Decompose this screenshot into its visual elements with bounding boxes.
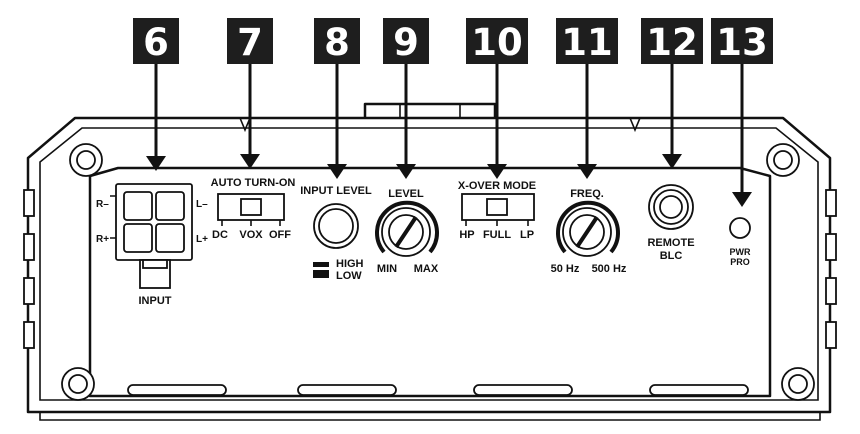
input-connector-label: INPUT (139, 295, 172, 307)
pwr-pro-line2: PRO (730, 257, 750, 267)
callout-13-number: 13 (716, 21, 768, 64)
input-level-high-label: HIGH (336, 258, 364, 270)
callout-6: 6 (133, 18, 179, 64)
auto-turn-on-switch[interactable]: AUTO TURN-ON DC VOX OFF (211, 177, 296, 241)
remote-blc-line1: REMOTE (647, 237, 694, 249)
freq-knob-min-label: 50 Hz (551, 263, 580, 275)
high-position-icon (313, 262, 329, 267)
xover-option-full: FULL (483, 229, 511, 241)
callout-10: 10 (466, 18, 528, 64)
pin-l-minus-label: L– (196, 199, 208, 210)
screw-top-left-icon (69, 143, 103, 177)
chassis (23, 102, 837, 421)
callout-9: 9 (383, 18, 429, 64)
screw-top-right-icon (766, 143, 800, 177)
callout-8: 8 (314, 18, 360, 64)
pwr-pro-line1: PWR (730, 247, 751, 257)
remote-blc-port[interactable]: REMOTE BLC (647, 184, 695, 262)
callout-11: 11 (556, 18, 618, 64)
level-knob-title: LEVEL (388, 188, 424, 200)
callout-10-number: 10 (471, 21, 523, 64)
pin-r-plus-label: R+ (96, 234, 109, 245)
screw-bottom-right-icon (781, 367, 815, 401)
xover-mode-title: X-OVER MODE (458, 180, 536, 192)
xover-option-lp: LP (520, 229, 534, 241)
screw-bottom-left-icon (61, 367, 95, 401)
input-connector: R– R+ L– L+ INPUT (96, 183, 208, 307)
callout-12-number: 12 (646, 21, 698, 64)
xover-mode-switch[interactable]: X-OVER MODE HP FULL LP (458, 180, 536, 241)
pin-r-minus-label: R– (96, 199, 109, 210)
callout-12: 12 (641, 18, 703, 64)
auto-turn-on-title: AUTO TURN-ON (211, 177, 296, 189)
callout-6-number: 6 (143, 21, 169, 64)
callout-11-number: 11 (561, 21, 613, 64)
callout-9-number: 9 (393, 21, 419, 64)
input-level-title: INPUT LEVEL (300, 185, 372, 197)
auto-turn-on-option-off: OFF (269, 229, 291, 241)
callout-13: 13 (711, 18, 773, 64)
input-level-low-label: LOW (336, 270, 362, 282)
callout-8-number: 8 (324, 21, 350, 64)
callout-7-number: 7 (237, 21, 263, 64)
auto-turn-on-option-dc: DC (212, 229, 228, 241)
freq-knob-max-label: 500 Hz (592, 263, 627, 275)
callout-arrows (146, 64, 752, 207)
freq-knob-title: FREQ. (570, 188, 604, 200)
pwr-pro-indicator: PWR PRO (729, 217, 751, 267)
level-knob[interactable]: LEVEL MIN MAX (375, 188, 439, 275)
freq-knob[interactable]: FREQ. 50 Hz 500 Hz (551, 188, 627, 275)
low-position-icon (313, 270, 329, 278)
xover-option-hp: HP (459, 229, 474, 241)
level-knob-min-label: MIN (377, 263, 397, 275)
level-knob-max-label: MAX (414, 263, 439, 275)
auto-turn-on-option-vox: VOX (239, 229, 263, 241)
remote-blc-line2: BLC (660, 250, 683, 262)
callout-7: 7 (227, 18, 273, 64)
input-level-switch[interactable]: INPUT LEVEL HIGH LOW (300, 185, 372, 282)
pin-l-plus-label: L+ (196, 234, 208, 245)
